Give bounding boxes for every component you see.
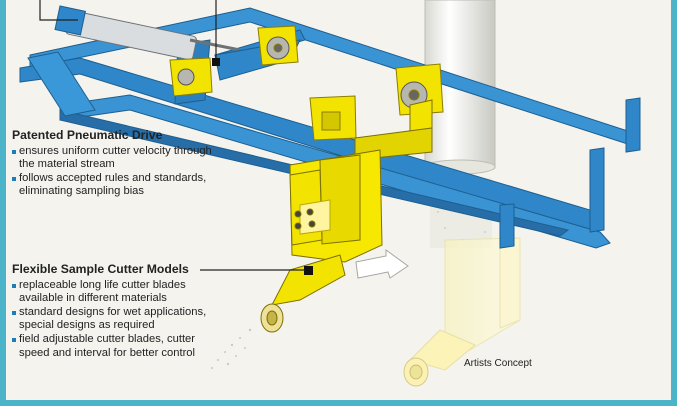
bullet-item: standard designs for wet applications, s… [12, 306, 227, 333]
pneumatic-drive-heading: Patented Pneumatic Drive [12, 128, 163, 142]
artists-concept-caption: Artists Concept [464, 358, 532, 369]
bullet-item: ensures uniform cutter velocity through … [12, 145, 212, 172]
direction-arrow [355, 249, 409, 279]
trolley-1 [257, 25, 299, 66]
trolley-2 [169, 57, 213, 97]
bullet-item: replaceable long life cutter blades avai… [12, 279, 227, 306]
sample-discharge [211, 328, 252, 369]
bullet-item: follows accepted rules and standards, el… [12, 172, 212, 199]
drive-marker [212, 58, 220, 66]
pneumatic-drive-callout: Patented Pneumatic Drive ensures uniform… [12, 128, 212, 199]
pneumatic-drive-bullets: ensures uniform cutter velocity through … [12, 145, 212, 199]
cutter-models-callout: Flexible Sample Cutter Models replaceabl… [12, 262, 227, 361]
trolley-4 [309, 95, 357, 141]
callout-leaders [39, 0, 305, 271]
sample-cutter [260, 99, 433, 333]
ghost-cutter [403, 237, 521, 387]
cutter-models-bullets: replaceable long life cutter blades avai… [12, 279, 227, 361]
bullet-item: field adjustable cutter blades, cutter s… [12, 333, 227, 360]
cutter-models-heading: Flexible Sample Cutter Models [12, 262, 189, 276]
